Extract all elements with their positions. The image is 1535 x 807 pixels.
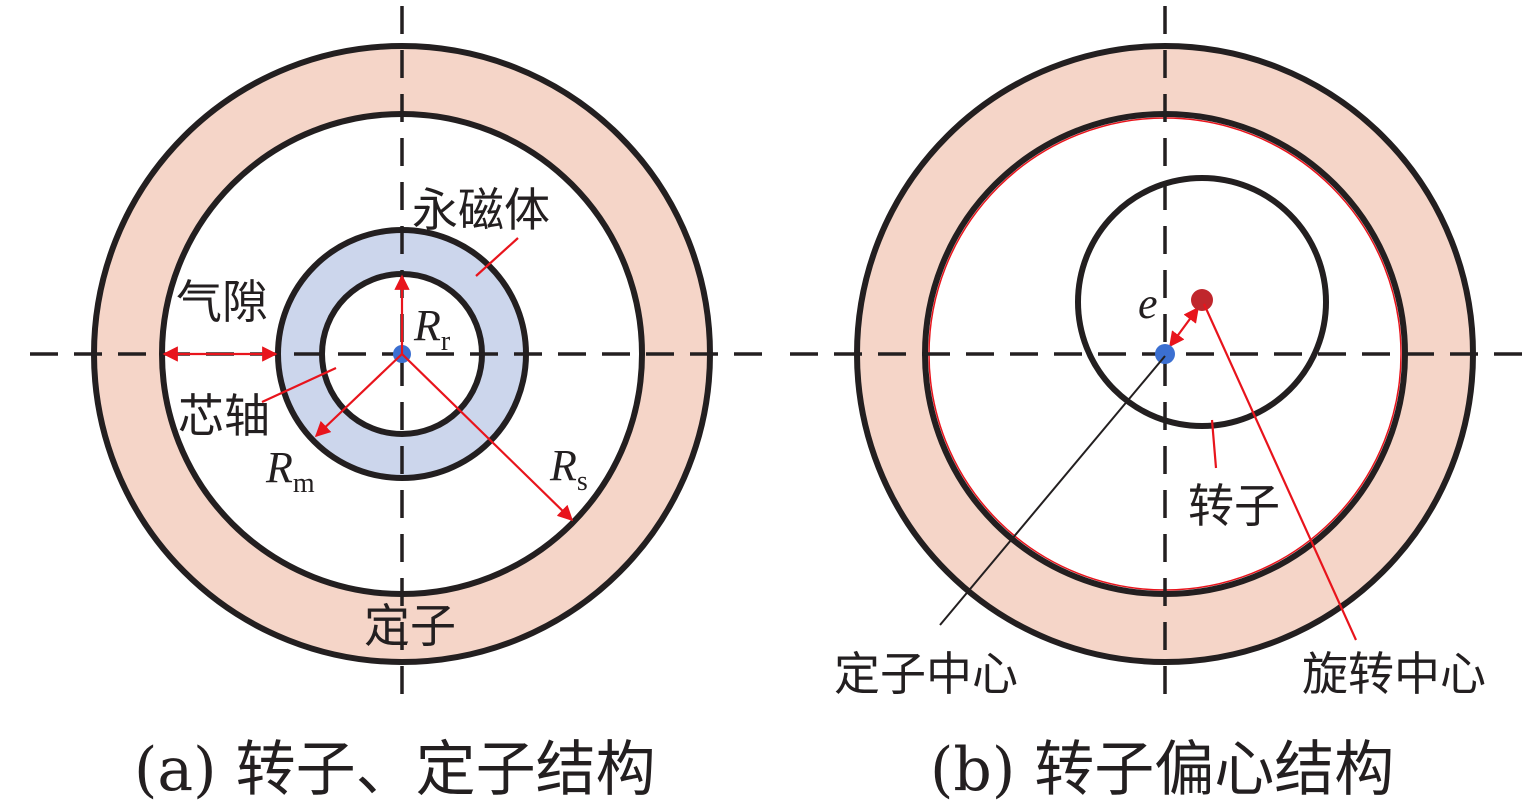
panel-a-rotor-stator-structure: 永磁体 气隙 芯轴 定子 Rr Rm Rs (a) 转子、定子结构 [30, 6, 775, 805]
stator-center-dot [1155, 344, 1175, 364]
stator-center-label: 定子中心 [834, 647, 1018, 701]
stator-label: 定子 [364, 599, 456, 653]
rotation-center-leader [1202, 303, 1358, 641]
magnet-leader-line [475, 237, 519, 277]
panel-b-caption: (b) 转子偏心结构 [930, 735, 1394, 805]
panel-a-caption: (a) 转子、定子结构 [134, 735, 656, 805]
radius-magnet-label: Rm [265, 443, 315, 499]
rotor-leader [1210, 419, 1218, 469]
radius-rotor-label: Rr [413, 301, 451, 357]
eccentricity-arrow [1169, 306, 1199, 348]
radius-stator-arrow [401, 353, 574, 522]
eccentric-rotor [1075, 175, 1329, 429]
airgap-label: 气隙 [176, 275, 268, 329]
magnet-label: 永磁体 [412, 183, 550, 237]
radius-stator-label: Rs [549, 441, 588, 497]
eccentricity-label: e [1138, 279, 1158, 328]
rotor-label: 转子 [1188, 479, 1280, 533]
stator-center-leader [939, 355, 1166, 626]
rotation-center-label: 旋转中心 [1302, 647, 1486, 701]
panel-b-rotor-eccentric-structure: e 转子 定子中心 旋转中心 (b) 转子偏心结构 [790, 6, 1525, 805]
core-leader-line [261, 367, 337, 403]
radius-magnet-arrow [314, 353, 403, 438]
rotation-center-dot [1191, 289, 1213, 311]
core-label: 芯轴 [178, 389, 270, 443]
